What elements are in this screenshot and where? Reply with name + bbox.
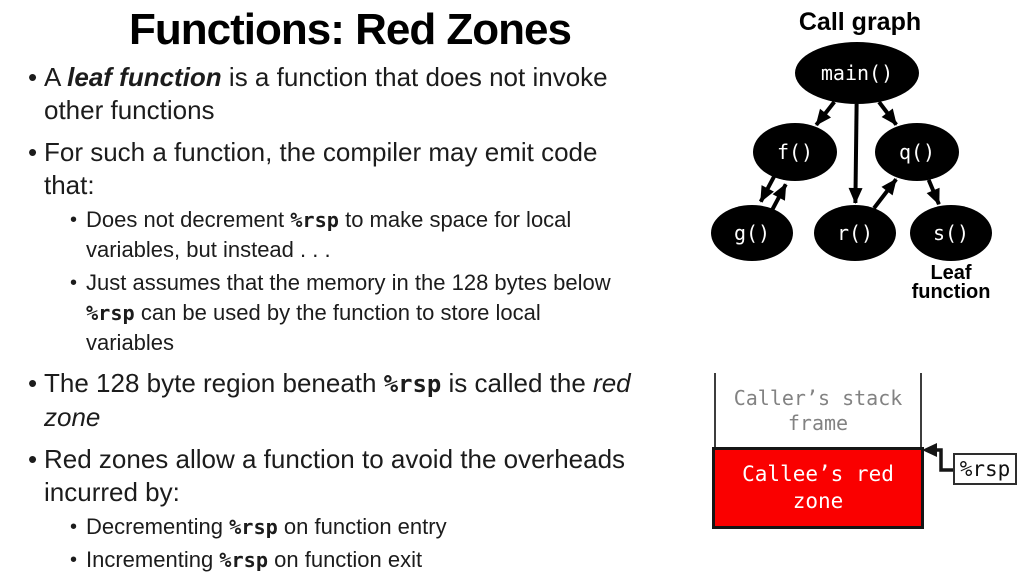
call-node-g [711, 205, 793, 261]
call-graph-diagram: main() f() q() g() r() s() [711, 42, 992, 261]
call-edge-q-s [926, 179, 941, 206]
callee-red-zone: Callee’s red zone [712, 447, 924, 529]
bullet-item: •The 128 byte region beneath %rsp is cal… [15, 367, 735, 434]
caller-stack-frame: Caller’s stack frame [714, 373, 922, 449]
call-node-r [814, 205, 896, 261]
call-node-q [875, 123, 959, 181]
bullet-marker: • [70, 272, 78, 294]
call-graph-title: Call graph [798, 8, 922, 36]
bullet-marker: • [28, 368, 38, 398]
bullet-marker: • [28, 62, 38, 92]
bullet-item: •Red zones allow a function to avoid the… [15, 443, 735, 509]
bullet-text: The 128 byte region beneath %rsp is call… [44, 368, 631, 432]
bullet-text: Just assumes that the memory in the 128 … [86, 270, 611, 355]
slide-title: Functions: Red Zones [129, 5, 572, 54]
bullet-item: • Just assumes that the memory in the 128… [15, 268, 735, 358]
call-edge-g-f [770, 183, 788, 211]
call-edge-main-q [877, 100, 898, 126]
call-edge-main-f [814, 100, 836, 127]
caller-stack-frame-label: Caller’s stack frame [733, 386, 903, 435]
call-edge-main-r [848, 103, 863, 205]
rsp-register-text: %rsp [959, 457, 1011, 481]
call-node-s [910, 205, 992, 261]
bullet-item: • Does not decrement %rsp to make space f… [15, 205, 735, 265]
bullet-text: Incrementing %rsp on function exit [86, 547, 423, 572]
bullet-marker: • [70, 549, 78, 571]
call-node-label-g: g() [734, 221, 770, 245]
rsp-register-label: %rsp [953, 453, 1017, 485]
bullet-list: •A leaf function is a function that does… [15, 61, 735, 575]
call-node-label-r: r() [837, 221, 873, 245]
bullet-marker: • [70, 516, 78, 538]
bullet-item: •A leaf function is a function that does… [15, 61, 735, 127]
call-node-label-f: f() [777, 140, 813, 164]
rsp-pointer-arrow-icon [922, 443, 955, 472]
leaf-function-label: Leaf function [911, 262, 991, 303]
bullet-text: Decrementing %rsp on function entry [86, 514, 447, 539]
callee-red-zone-label: Callee’s red zone [742, 462, 894, 513]
bullet-item: •For such a function, the compiler may e… [15, 136, 735, 202]
bullet-text: A leaf function is a function that does … [44, 62, 608, 125]
bullet-text: Does not decrement %rsp to make space fo… [86, 207, 572, 262]
bullet-marker: • [70, 209, 78, 231]
bullet-text: For such a function, the compiler may em… [44, 137, 598, 200]
bullet-item: • Incrementing %rsp on function exit [15, 545, 735, 575]
call-node-label-main: main() [821, 61, 893, 85]
bullet-marker: • [28, 137, 38, 167]
bullet-marker: • [28, 444, 38, 474]
call-node-f [753, 123, 837, 181]
call-node-main [795, 42, 919, 104]
call-edge-f-g [758, 175, 777, 203]
bullet-item: • Decrementing %rsp on function entry [15, 512, 735, 542]
call-edge-r-q [872, 178, 898, 210]
call-node-label-s: s() [933, 221, 969, 245]
call-node-label-q: q() [899, 140, 935, 164]
bullet-text: Red zones allow a function to avoid the … [44, 444, 626, 507]
